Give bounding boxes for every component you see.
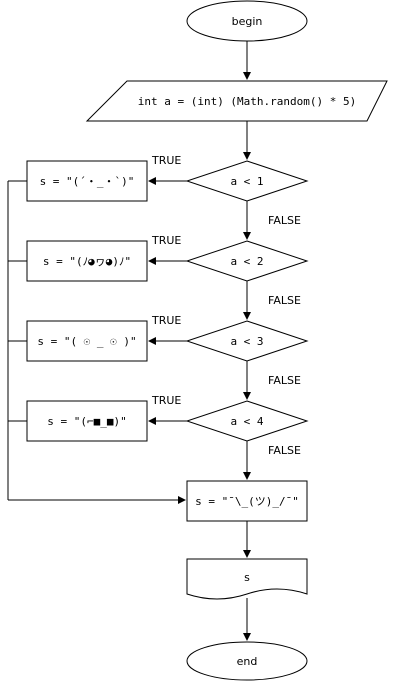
false-label-1: FALSE — [268, 214, 301, 227]
node-assign-3: s = "( ☉ _ ☉ )" — [26, 320, 148, 362]
true-label-4: TRUE — [151, 394, 181, 407]
connectors — [7, 41, 251, 641]
cond-2-label: a < 2 — [230, 255, 263, 268]
node-cond-4: a < 4 — [185, 400, 309, 442]
node-cond-1: a < 1 — [185, 160, 309, 202]
true-label-1: TRUE — [151, 154, 181, 167]
assign-3-label: s = "( ☉ _ ☉ )" — [37, 335, 136, 348]
end-label: end — [237, 655, 258, 668]
begin-label: begin — [232, 15, 263, 28]
node-output: s — [186, 558, 308, 600]
false-label-3: FALSE — [268, 374, 301, 387]
node-assign-4: s = "(⌐■_■)" — [26, 400, 148, 442]
node-assign-1: s = "(´・_・`)" — [26, 160, 148, 202]
node-default-assign: s = "¯\_(ツ)_/¯" — [186, 480, 308, 522]
cond-4-label: a < 4 — [230, 415, 263, 428]
node-init: int a = (int) (Math.random() * 5) — [85, 80, 388, 122]
false-label-4: FALSE — [268, 444, 301, 457]
assign-2-label: s = "(ﾉ◕ヮ◕)ﾉ" — [43, 255, 131, 268]
cond-3-label: a < 3 — [230, 335, 263, 348]
node-assign-2: s = "(ﾉ◕ヮ◕)ﾉ" — [26, 240, 148, 282]
output-label: s — [244, 571, 250, 584]
assign-4-label: s = "(⌐■_■)" — [47, 415, 126, 428]
assign-1-label: s = "(´・_・`)" — [40, 175, 135, 188]
false-label-2: FALSE — [268, 294, 301, 307]
node-begin: begin — [186, 0, 308, 42]
cond-1-label: a < 1 — [230, 175, 263, 188]
true-label-3: TRUE — [151, 314, 181, 327]
true-label-2: TRUE — [151, 234, 181, 247]
node-cond-2: a < 2 — [185, 240, 309, 282]
node-end: end — [186, 641, 308, 681]
init-label: int a = (int) (Math.random() * 5) — [138, 95, 357, 108]
node-cond-3: a < 3 — [185, 320, 309, 362]
edge-labels: TRUE TRUE TRUE TRUE FALSE FALSE FALSE FA… — [151, 154, 301, 457]
default-assign-label: s = "¯\_(ツ)_/¯" — [195, 495, 299, 508]
